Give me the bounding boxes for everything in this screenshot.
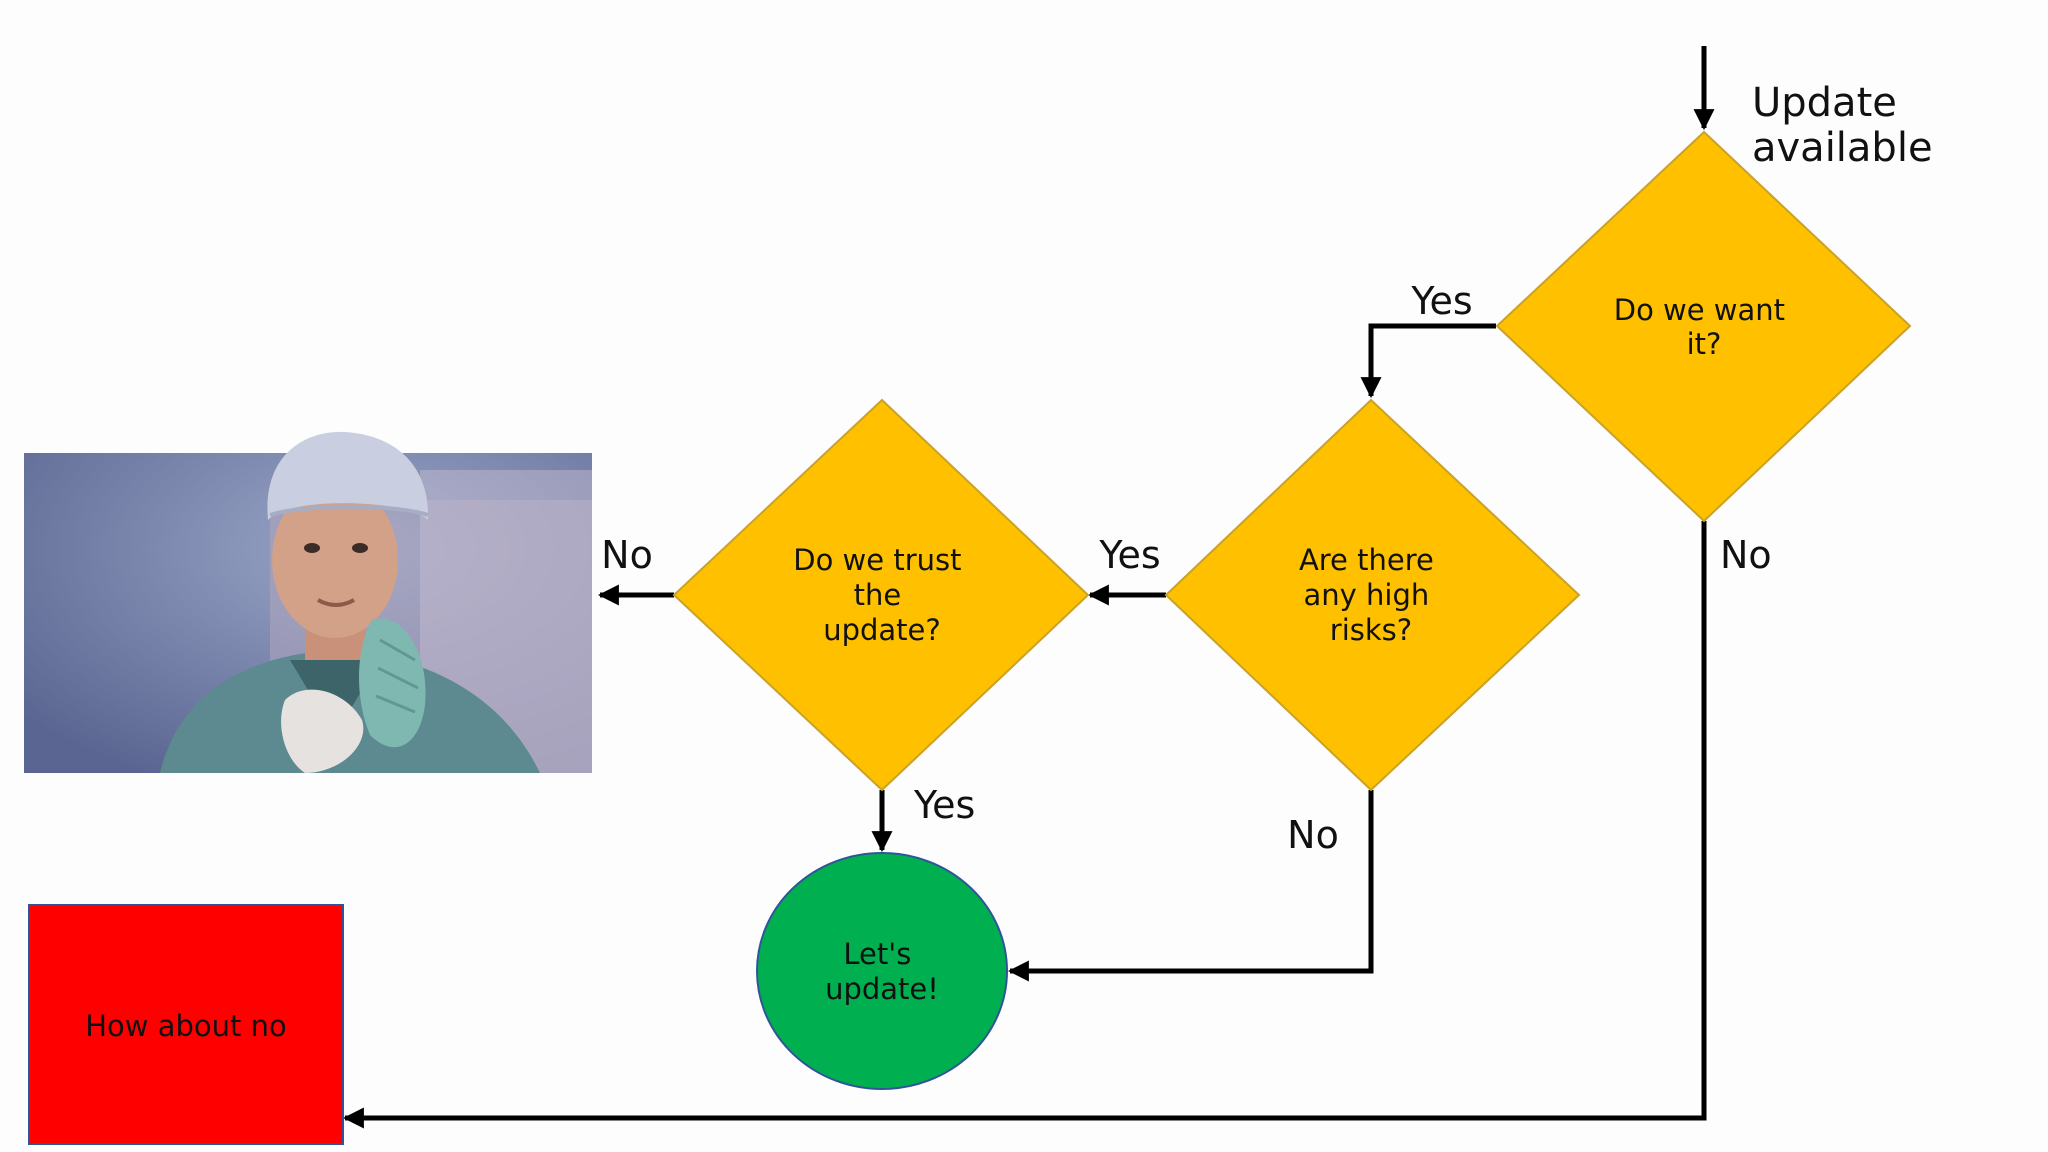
terminal-how-about-no: How about no xyxy=(28,904,344,1145)
decision-want-shape xyxy=(1495,130,1912,523)
terminal-no-shape xyxy=(28,904,344,1145)
decision-high-risks: Are there any high risks? xyxy=(1164,398,1581,792)
terminal-update-label: Let's update! xyxy=(825,937,939,1006)
edge-label-trust-yes: Yes xyxy=(913,783,975,827)
connector-want-yes xyxy=(1360,323,1496,399)
start-label: Update available xyxy=(1752,80,1933,171)
decision-risks-shape xyxy=(1164,398,1581,792)
node-label-line: the xyxy=(854,578,902,612)
node-label-line: it? xyxy=(1687,327,1722,361)
node-label-line: Do we want xyxy=(1614,293,1785,327)
node-label-line: Do we trust xyxy=(793,543,961,577)
terminal-update-shape xyxy=(756,852,1008,1090)
decision-want-it: Do we want it? xyxy=(1495,130,1912,523)
edge-label-risks-no: No xyxy=(1287,813,1339,857)
node-label-line: any high xyxy=(1304,578,1430,612)
surgeon-reaction-photo xyxy=(24,431,592,773)
decision-want-label: Do we want it? xyxy=(1614,293,1795,361)
node-label-line: update! xyxy=(825,972,939,1006)
connector-want-no xyxy=(342,521,1707,1129)
edge-label-want-no: No xyxy=(1720,533,1772,577)
node-label-line: risks? xyxy=(1330,613,1412,647)
decision-trust-label: Do we trust the update? xyxy=(793,543,970,647)
start-label-line: Update xyxy=(1752,80,1897,126)
decision-risks-label: Are there any high risks? xyxy=(1299,543,1443,647)
terminal-no-label: How about no xyxy=(85,1009,287,1043)
node-label-line: Let's xyxy=(843,937,911,971)
edge-label-risks-yes: Yes xyxy=(1098,533,1160,577)
node-label-line: update? xyxy=(823,613,941,647)
connector-risks-no xyxy=(1007,790,1374,982)
decision-trust-update: Do we trust the update? xyxy=(672,398,1090,792)
edge-label-want-yes: Yes xyxy=(1410,279,1472,323)
terminal-lets-update: Let's update! xyxy=(756,852,1008,1090)
decision-trust-shape xyxy=(672,398,1090,792)
edge-label-trust-no: No xyxy=(601,533,653,577)
start-label-line: available xyxy=(1752,125,1933,171)
node-label-line: Are there xyxy=(1299,543,1434,577)
